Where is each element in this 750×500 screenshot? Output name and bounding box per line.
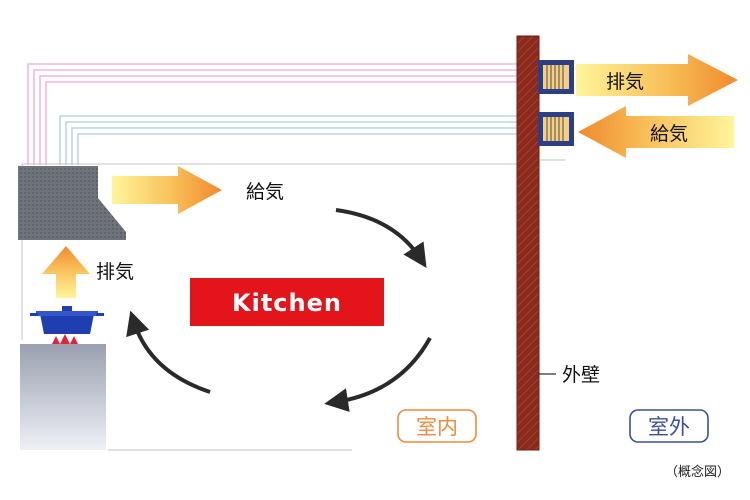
caption: （概念図） (665, 464, 730, 480)
outdoor-label: 室外 (648, 415, 690, 439)
exhaust-outside-label: 排気 (606, 71, 644, 93)
supply-duct (59, 115, 520, 165)
range-hood (18, 166, 126, 240)
flame-icon (52, 334, 78, 344)
supply-in-arrow (578, 106, 734, 158)
stove (20, 344, 106, 450)
circulation-arrows (126, 208, 432, 412)
exhaust-out-arrow (576, 54, 738, 106)
outdoor-badge (629, 409, 709, 443)
outer-wall (516, 35, 540, 451)
kitchen-label: Kitchen (232, 289, 342, 317)
kitchen-box (190, 278, 384, 326)
indoor-supply-arrow (112, 166, 222, 214)
supply-inside-label: 給気 (246, 181, 284, 203)
indoor-label: 室内 (416, 415, 458, 439)
exhaust-hood-label: 排気 (96, 261, 134, 283)
indoor-badge (397, 409, 477, 443)
exhaust-duct (27, 63, 520, 165)
exhaust-vent (538, 60, 574, 94)
supply-vent (538, 112, 574, 146)
pot-icon (30, 306, 104, 334)
supply-outside-label: 給気 (650, 123, 688, 145)
hood-exhaust-arrow (42, 246, 90, 298)
outer-wall-label: 外壁 (562, 364, 600, 386)
